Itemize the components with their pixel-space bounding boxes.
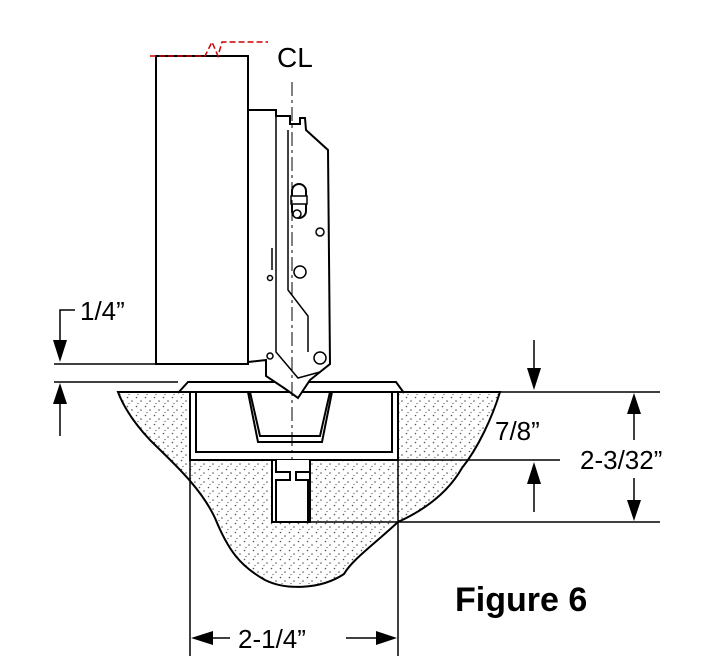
dim-offset-arrow-up bbox=[53, 383, 67, 404]
dim-overall-arrow-up bbox=[627, 393, 641, 414]
figure-label: Figure 6 bbox=[455, 581, 588, 619]
adjustment-screw bbox=[290, 195, 308, 205]
mounting-dowel bbox=[275, 460, 311, 523]
rivet-bottom bbox=[313, 351, 327, 365]
pivot-hole bbox=[292, 209, 302, 219]
mounting-base-section bbox=[116, 391, 502, 588]
dim-offset-label: 1/4” bbox=[80, 296, 125, 326]
rivet-edge bbox=[266, 352, 274, 360]
dim-offset-leader bbox=[59, 309, 75, 340]
dim-width-arrow-left bbox=[191, 631, 213, 645]
dim-overall-depth-label: 2-3/32” bbox=[580, 445, 663, 475]
hinge-link bbox=[287, 130, 309, 352]
dim-width-arrow-right bbox=[376, 631, 397, 645]
dim-cup-depth-arrow-down bbox=[527, 368, 541, 390]
cup-inner-wall bbox=[195, 392, 393, 453]
hinge-arm-profile bbox=[275, 116, 321, 379]
hinge-body bbox=[247, 109, 332, 400]
hinge-arm-in-cup bbox=[247, 391, 334, 443]
dim-overall-arrow-down bbox=[627, 500, 641, 521]
dim-width-label: 2-1/4” bbox=[238, 624, 306, 654]
centerline-symbol: CL bbox=[277, 42, 313, 73]
dim-cup-depth-arrow-up bbox=[527, 462, 541, 484]
break-line bbox=[150, 40, 268, 59]
dim-cup-depth-label: 7/8” bbox=[495, 416, 540, 446]
door-panel bbox=[155, 55, 249, 365]
cup-recess bbox=[189, 391, 399, 461]
screw-hole-upper bbox=[315, 227, 325, 237]
dim-offset-arrow-down bbox=[53, 340, 67, 362]
rivet-lower bbox=[293, 265, 307, 279]
rivet-small bbox=[266, 274, 274, 282]
